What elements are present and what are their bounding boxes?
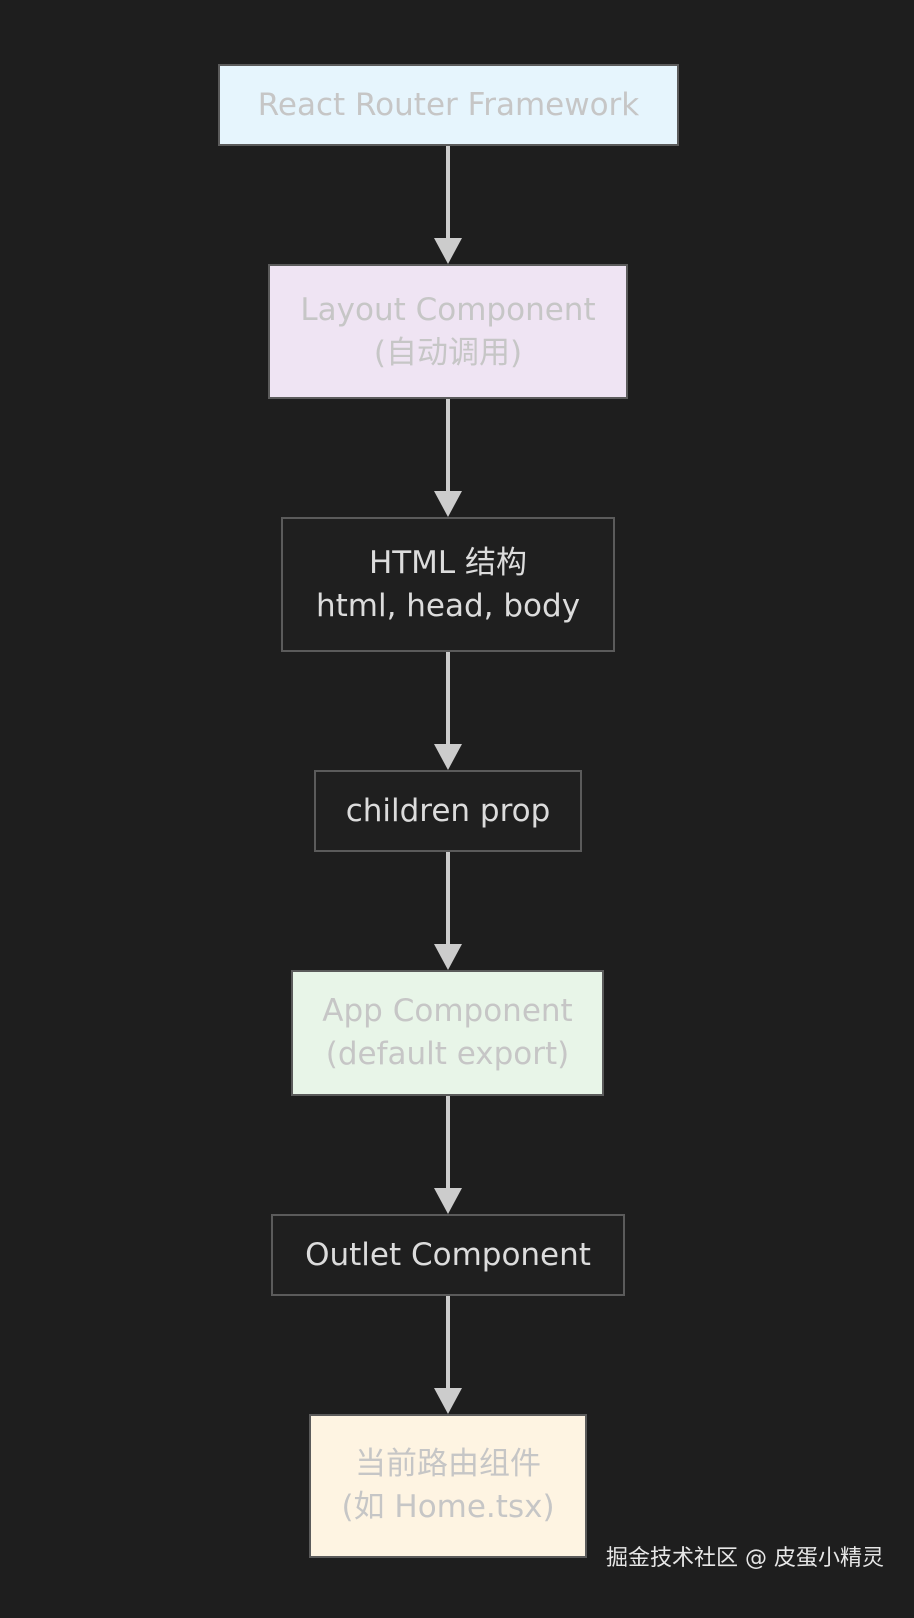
arrowhead-layout-to-html	[434, 491, 462, 517]
node-label-line: children prop	[345, 792, 551, 829]
node-html-structure: HTML 结构 html, head, body	[281, 517, 615, 652]
arrowhead-router-to-layout	[434, 238, 462, 264]
node-app-component: App Component (default export)	[291, 970, 604, 1096]
node-outlet-component: Outlet Component	[271, 1214, 625, 1296]
node-label-line: (自动调用)	[373, 334, 523, 371]
arrowhead-outlet-to-current	[434, 1388, 462, 1414]
node-label-line: App Component	[322, 993, 573, 1029]
node-label-line: html, head, body	[315, 587, 581, 624]
node-label-line: Layout Component	[300, 291, 596, 328]
node-label-line: (如 Home.tsx)	[341, 1489, 555, 1525]
node-label-line: 当前路由组件	[355, 1446, 541, 1482]
node-label-line: (default export)	[325, 1036, 570, 1072]
arrowhead-html-to-children	[434, 744, 462, 770]
node-children-prop: children prop	[314, 770, 582, 852]
watermark: 掘金技术社区 @ 皮蛋小精灵	[606, 1546, 884, 1571]
node-label-line: Outlet Component	[305, 1236, 591, 1273]
node-react-router-framework: React Router Framework	[218, 64, 679, 146]
node-layout-component: Layout Component (自动调用)	[268, 264, 628, 399]
node-label-line: React Router Framework	[257, 86, 640, 123]
arrowhead-children-to-app	[434, 944, 462, 970]
node-current-route-component: 当前路由组件 (如 Home.tsx)	[309, 1414, 587, 1558]
arrowhead-app-to-outlet	[434, 1188, 462, 1214]
node-label-line: HTML 结构	[368, 544, 528, 581]
